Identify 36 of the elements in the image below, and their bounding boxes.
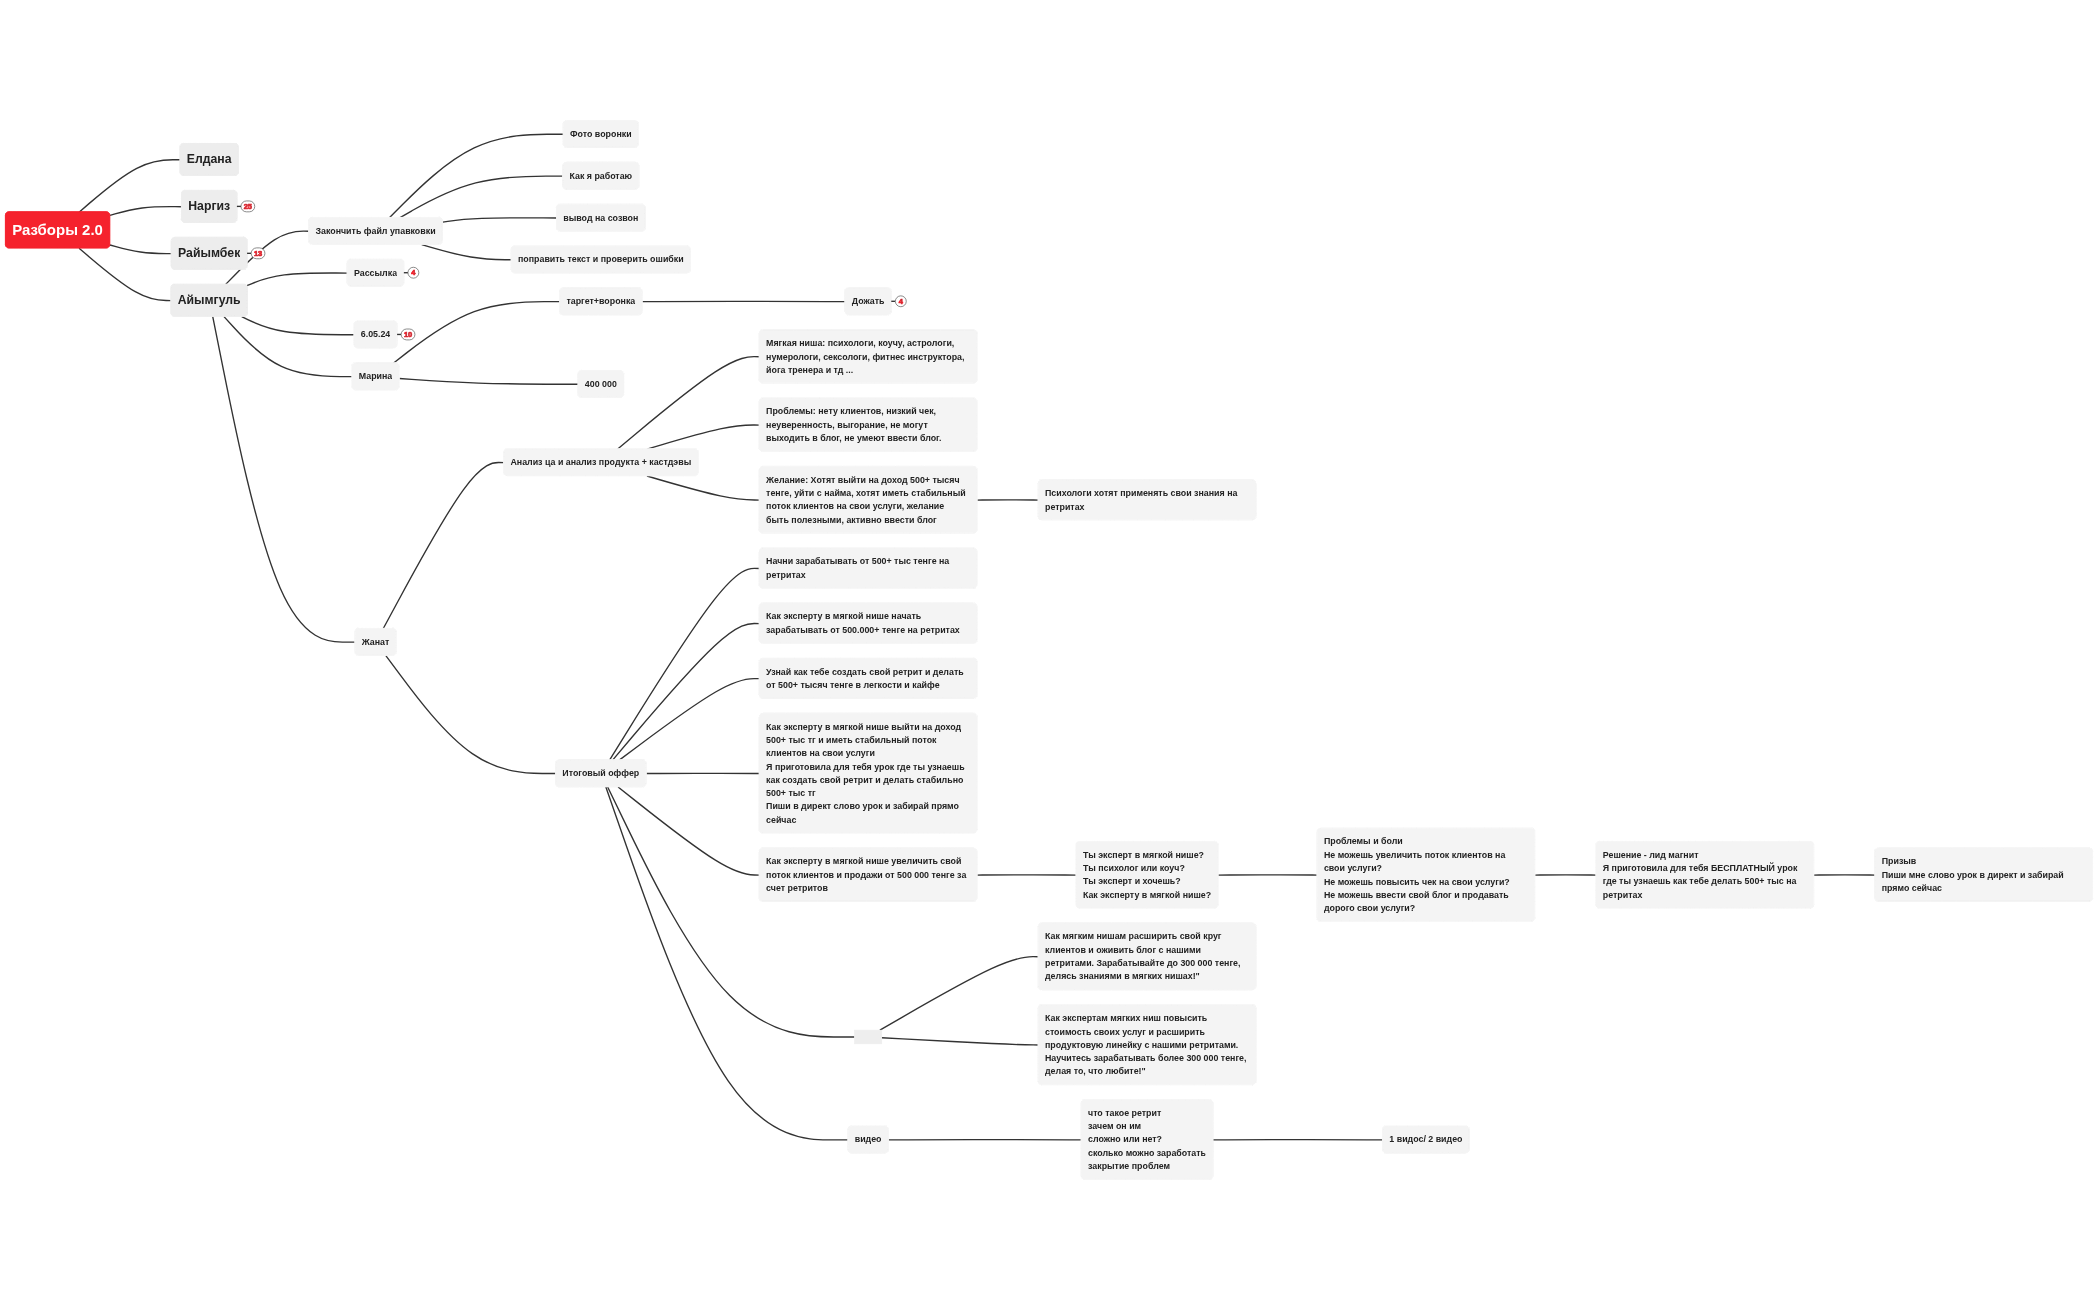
connector — [641, 300, 846, 303]
connector — [1813, 874, 1876, 876]
connector — [611, 622, 761, 761]
node-box — [854, 1029, 883, 1045]
connector — [646, 475, 761, 501]
connector — [109, 244, 173, 255]
connector — [607, 786, 856, 1038]
connector — [398, 175, 564, 219]
connector — [421, 244, 513, 261]
connector — [976, 499, 1040, 501]
connector — [212, 315, 356, 643]
connector — [78, 247, 172, 302]
connector — [608, 567, 761, 761]
connector — [605, 786, 849, 1141]
connector — [645, 772, 761, 775]
connector — [617, 786, 761, 876]
connector — [382, 461, 505, 630]
connector — [109, 205, 183, 217]
connector — [223, 315, 353, 378]
connector — [442, 217, 558, 223]
connector — [1534, 874, 1597, 876]
connector — [1217, 874, 1319, 876]
connector — [976, 874, 1078, 876]
connector — [246, 272, 349, 287]
connector — [888, 1138, 1083, 1141]
connector — [241, 315, 355, 336]
connector — [616, 356, 761, 450]
connector — [385, 654, 557, 775]
connector — [392, 300, 561, 364]
connector — [879, 955, 1040, 1031]
connector — [618, 677, 761, 761]
connector — [1212, 1138, 1384, 1141]
connector — [388, 133, 565, 219]
connector — [78, 159, 182, 213]
connector — [398, 377, 580, 385]
connector — [881, 1037, 1040, 1046]
